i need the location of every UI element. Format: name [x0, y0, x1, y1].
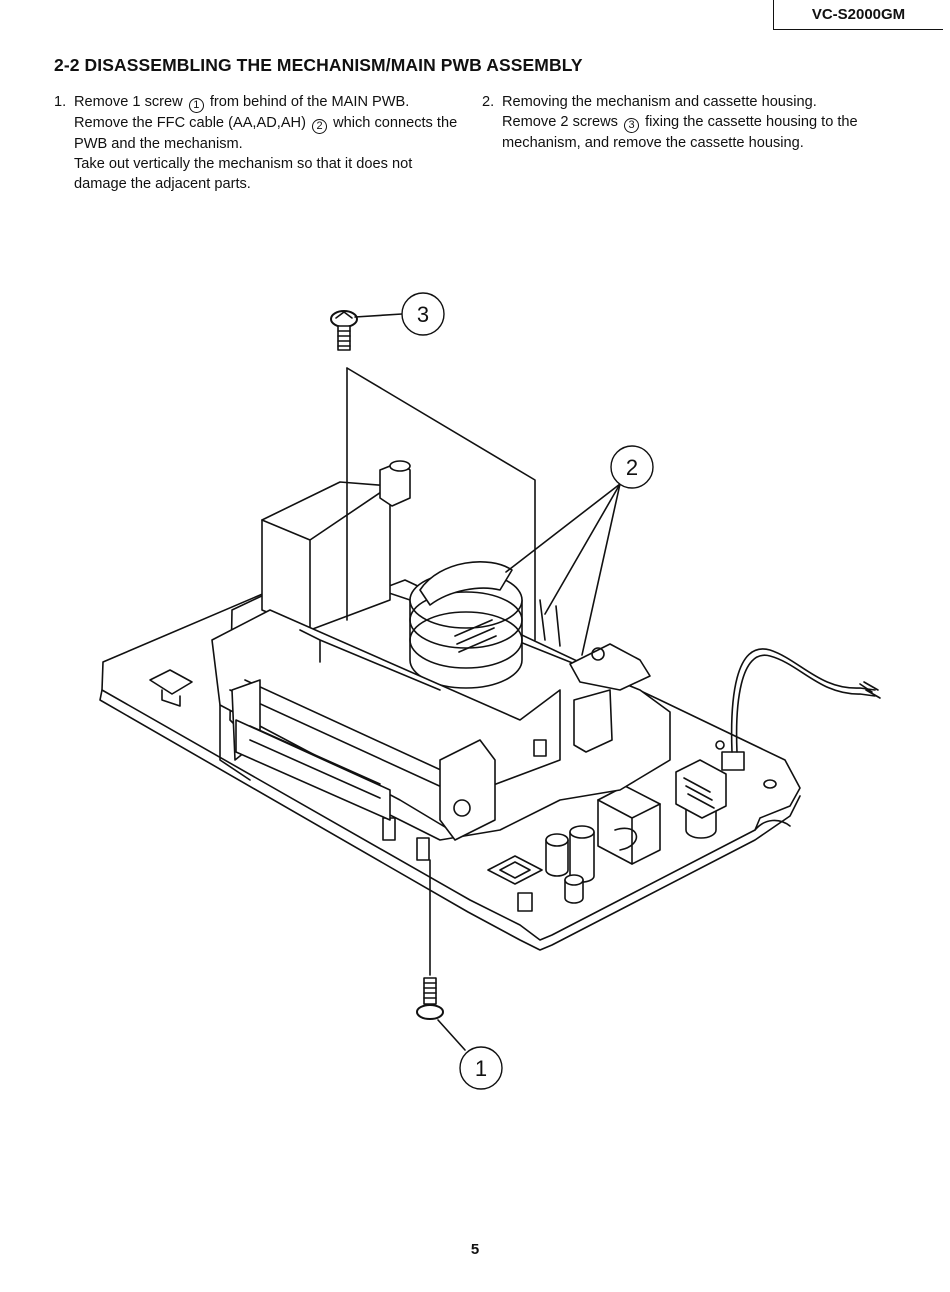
callout-3: 3 — [401, 292, 445, 336]
callout-3-label: 3 — [417, 302, 429, 327]
callout-ref-1: 1 — [188, 98, 204, 113]
video-head-drum — [409, 561, 523, 689]
callout-1: 1 — [459, 1046, 503, 1090]
vcr-mechanism — [211, 460, 671, 841]
step-text: Remove 1 screw — [74, 94, 183, 110]
step-line: Remove 2 screws 3 fixing the cassette ho… — [502, 112, 902, 153]
model-number: VC-S2000GM — [811, 6, 906, 23]
step-text: Remove the FFC cable (AA,AD,AH) — [74, 115, 306, 131]
page-number: 5 — [470, 1241, 480, 1258]
step-text: which connects the PWB and the mechanism… — [74, 115, 458, 152]
section-title: 2-2 DISASSEMBLING THE MECHANISM/MAIN PWB… — [54, 55, 583, 75]
step-text: Removing the mechanism and cassette hous… — [502, 94, 817, 110]
step-2: 2. Removing the mechanism and cassette h… — [482, 92, 902, 153]
step-line: Remove the FFC cable (AA,AD,AH) 2 which … — [74, 113, 464, 154]
step-text: Take out vertically the mechanism so tha… — [74, 156, 413, 192]
callout-2: 2 — [610, 445, 654, 489]
cassette-housing — [211, 609, 561, 841]
callout-ref-2: 2 — [312, 119, 328, 134]
step-line: Remove 1 screw 1 from behind of the MAIN… — [74, 92, 464, 113]
step-line: Take out vertically the mechanism so tha… — [74, 154, 464, 194]
step-text: from behind of the MAIN PWB. — [209, 94, 410, 110]
board-components — [149, 648, 881, 912]
step-text: Remove 2 screws — [502, 114, 618, 130]
step-number: 1. — [54, 94, 67, 110]
screw-1-assembly — [416, 859, 466, 1051]
callout-2-leaders — [505, 483, 621, 656]
step-text: fixing the cassette housing to the mecha… — [502, 114, 858, 151]
model-number-box: VC-S2000GM — [773, 0, 943, 30]
step-line: Removing the mechanism and cassette hous… — [502, 92, 902, 112]
callout-2-label: 2 — [626, 455, 638, 480]
step-1: 1. Remove 1 screw 1 from behind of the M… — [54, 92, 464, 194]
screw-3-assembly — [330, 310, 536, 641]
step-number: 2. — [482, 94, 495, 110]
callout-1-label: 1 — [475, 1056, 487, 1081]
